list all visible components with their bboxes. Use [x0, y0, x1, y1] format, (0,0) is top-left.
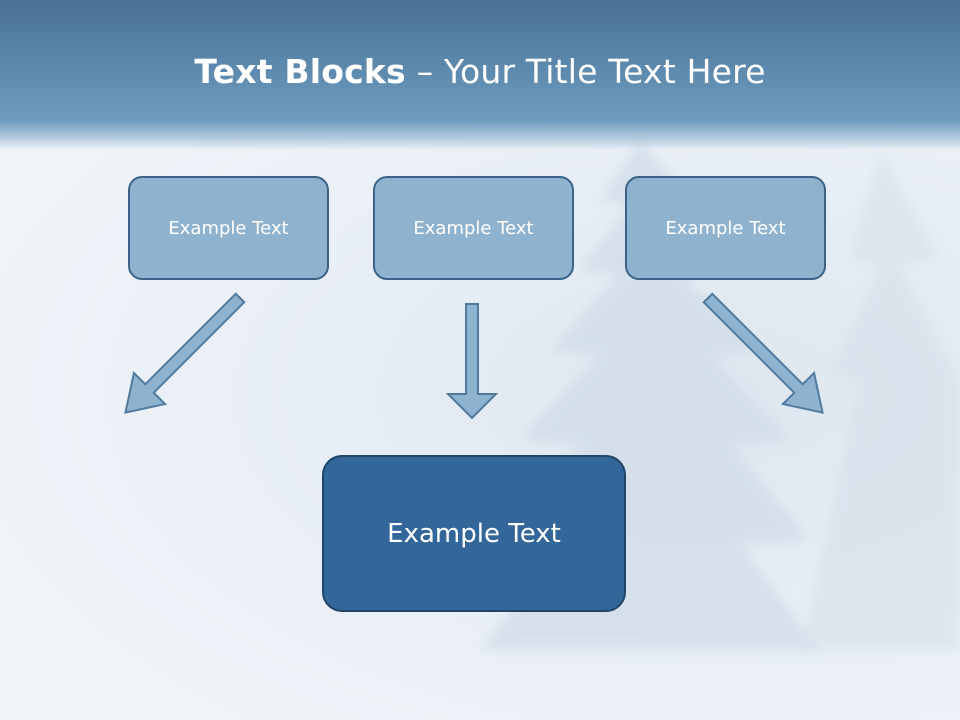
title-bar	[0, 0, 960, 150]
text-block-right[interactable]: Example Text	[625, 176, 826, 280]
arrow-right	[702, 292, 824, 414]
text-block-center[interactable]: Example Text	[373, 176, 574, 280]
title-rest: Your Title Text Here	[443, 52, 766, 91]
text-block-main[interactable]: Example Text	[322, 455, 626, 612]
text-block-left[interactable]: Example Text	[128, 176, 329, 280]
arrow-center	[445, 303, 499, 420]
title-bold: Text Blocks	[194, 52, 406, 91]
title-dash: –	[405, 52, 444, 91]
arrow-left	[124, 292, 246, 414]
slide-title: Text Blocks – Your Title Text Here	[0, 52, 960, 91]
